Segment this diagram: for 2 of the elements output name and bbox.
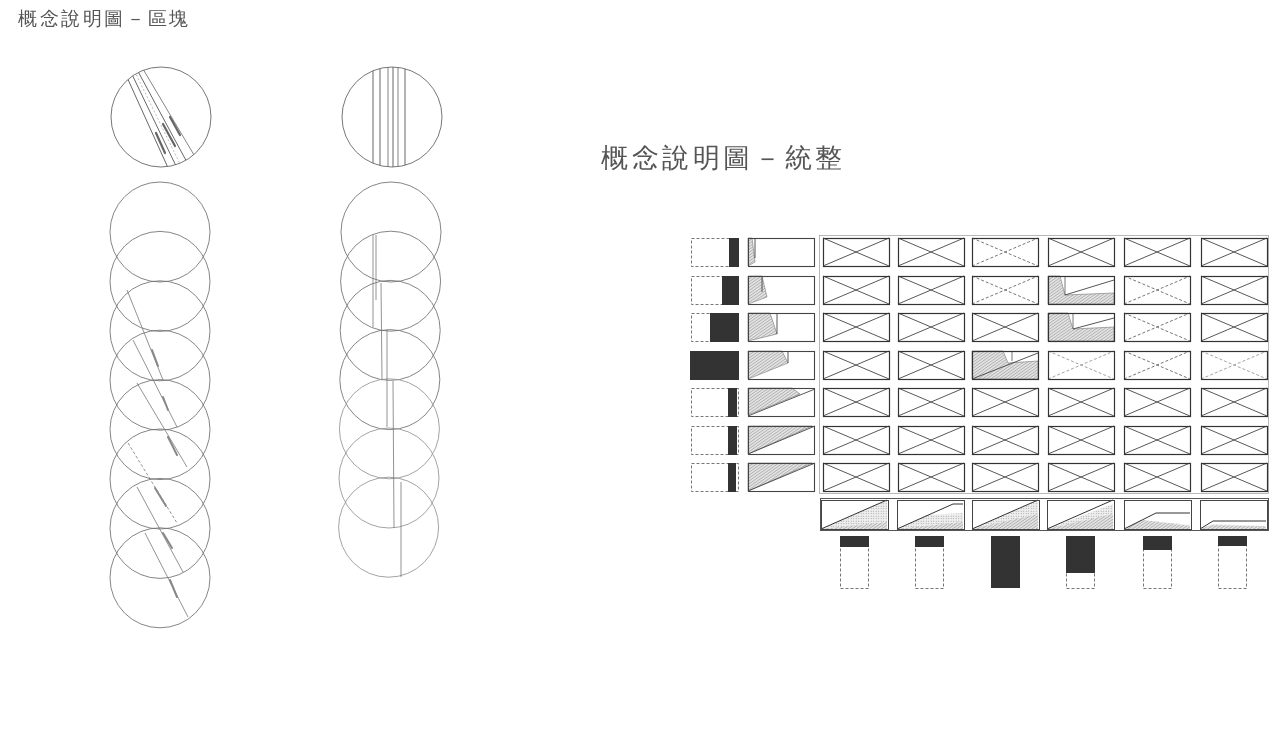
section-heading: 概念說明圖－統整 bbox=[601, 144, 846, 171]
section-heading: 概念說明圖－區塊 bbox=[18, 9, 191, 28]
